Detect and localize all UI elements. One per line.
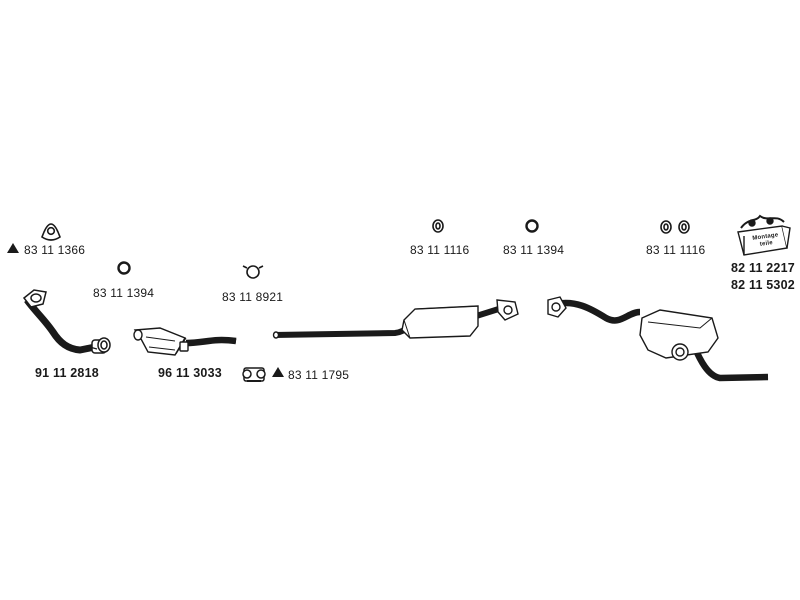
ring-left-icon bbox=[117, 261, 131, 275]
part-number-mounting-kit-2: 82 11 5302 bbox=[731, 278, 795, 292]
warning-triangle-icon bbox=[7, 243, 19, 253]
part-number-front-pipe: 91 11 2818 bbox=[35, 366, 99, 380]
center-muffler-icon bbox=[272, 299, 519, 339]
flange-gasket-icon bbox=[41, 223, 61, 241]
rubber-mount-mid-icon bbox=[432, 219, 444, 233]
catalyst-icon bbox=[133, 327, 237, 356]
warning-triangle-icon bbox=[272, 367, 284, 377]
ring-mid-icon bbox=[525, 219, 539, 233]
part-number-rubber-mounts-right: 83 11 1116 bbox=[646, 243, 706, 257]
part-number-rubber-mount-mid: 83 11 1116 bbox=[410, 243, 470, 257]
part-number-catalyst: 96 11 3033 bbox=[158, 366, 222, 380]
rear-muffler-icon bbox=[547, 296, 769, 382]
front-pipe-icon bbox=[22, 289, 111, 354]
part-number-flange-gasket: 83 11 1366 bbox=[24, 243, 86, 257]
mounting-kit-box-icon bbox=[737, 214, 791, 256]
part-number-clamp-double: 83 11 1795 bbox=[288, 368, 350, 382]
clamp-double-icon bbox=[242, 367, 266, 382]
clamp-small-icon bbox=[242, 265, 264, 279]
part-number-ring-mid: 83 11 1394 bbox=[503, 243, 565, 257]
part-number-mounting-kit-1: 82 11 2217 bbox=[731, 261, 795, 275]
part-number-ring-left: 83 11 1394 bbox=[93, 286, 155, 300]
part-number-clamp-small: 83 11 8921 bbox=[222, 290, 284, 304]
rubber-mounts-right-icon bbox=[660, 220, 690, 234]
